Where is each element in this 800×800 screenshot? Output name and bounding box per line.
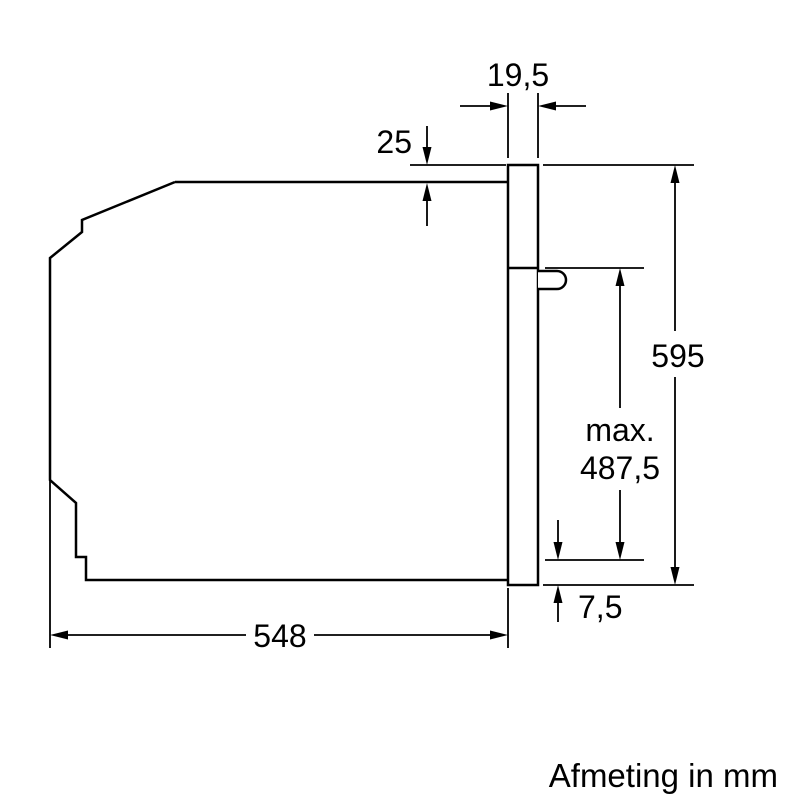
dim-25: 25 (376, 124, 506, 226)
oven-body (48, 180, 508, 582)
dim-19-5: 19,5 (460, 57, 586, 158)
arrowhead-left-icon (538, 101, 556, 111)
door-panel (506, 163, 540, 587)
dim-max-487-5: max. 487,5 (545, 267, 674, 561)
arrowhead-up-icon (615, 268, 625, 286)
dim-7-5-label: 7,5 (578, 589, 622, 625)
door-handle (538, 269, 568, 291)
label-background (246, 612, 314, 654)
dim-548: 548 (49, 480, 509, 654)
arrowhead-up-icon (422, 183, 432, 201)
dim-595-label: 595 (651, 338, 704, 374)
label-background (566, 408, 674, 490)
arrowhead-up-icon (553, 585, 563, 603)
dim-max-label: max. (585, 412, 654, 448)
arrowhead-down-icon (422, 147, 432, 165)
dim-595: 595 (543, 164, 708, 586)
units-caption: Afmeting in mm (549, 757, 778, 794)
arrowhead-down-icon (670, 567, 680, 585)
oven-door (506, 163, 568, 587)
dim-7-5: 7,5 (553, 520, 622, 625)
arrowhead-right-icon (490, 101, 508, 111)
dim-25-label: 25 (376, 124, 412, 160)
dim-487-5-label: 487,5 (580, 450, 660, 486)
arrowhead-up-icon (670, 165, 680, 183)
arrowhead-down-icon (615, 542, 625, 560)
dim-548-label: 548 (253, 618, 306, 654)
arrowhead-right-icon (490, 630, 508, 640)
arrowhead-left-icon (50, 630, 68, 640)
label-background (648, 331, 708, 377)
oven-body-outline (48, 180, 508, 582)
dim-19-5-label: 19,5 (487, 57, 549, 93)
arrowhead-down-icon (553, 542, 563, 560)
